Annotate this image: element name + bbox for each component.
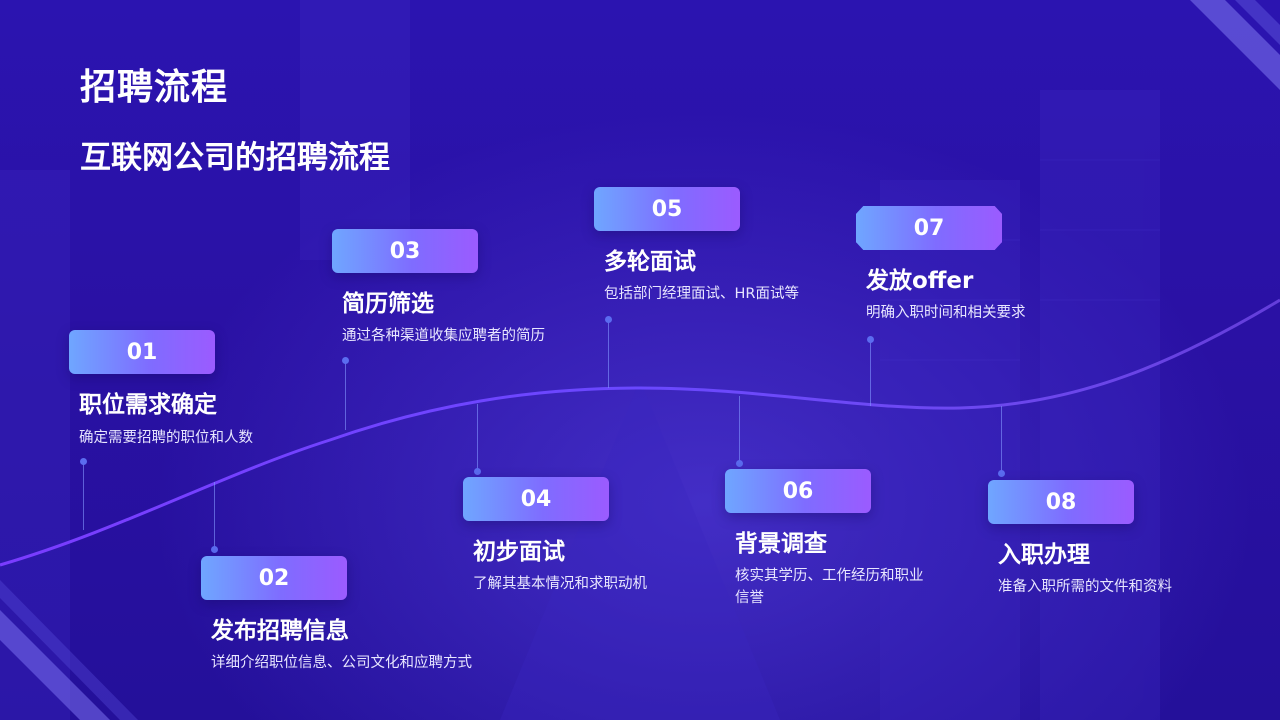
step-title: 入职办理 <box>998 535 1090 569</box>
connector-line-05 <box>608 320 609 388</box>
step-description: 包括部门经理面试、HR面试等 <box>604 283 844 305</box>
step-description: 核实其学历、工作经历和职业信誉 <box>735 565 935 609</box>
step-number-badge: 02 <box>201 556 347 600</box>
step-title: 发放offer <box>866 261 973 295</box>
step-title: 初步面试 <box>473 532 565 566</box>
connector-dot-06 <box>736 460 743 467</box>
connector-line-08 <box>1001 406 1002 472</box>
step-number-badge: 01 <box>69 330 215 374</box>
connector-line-06 <box>739 396 740 462</box>
connector-line-01 <box>83 462 84 530</box>
step-number-badge: 03 <box>332 229 478 273</box>
step-title: 背景调查 <box>735 524 827 558</box>
step-description: 通过各种渠道收集应聘者的简历 <box>342 325 582 347</box>
connector-line-03 <box>345 362 346 430</box>
step-number-badge: 06 <box>725 469 871 513</box>
step-number-badge: 04 <box>463 477 609 521</box>
step-number-badge: 07 <box>856 206 1002 250</box>
connector-dot-05 <box>605 316 612 323</box>
step-description: 明确入职时间和相关要求 <box>866 302 1076 324</box>
connector-dot-01 <box>80 458 87 465</box>
step-title: 多轮面试 <box>604 242 696 276</box>
connector-dot-07 <box>867 336 874 343</box>
connector-dot-02 <box>211 546 218 553</box>
step-title: 发布招聘信息 <box>211 611 349 645</box>
connector-dot-04 <box>474 468 481 475</box>
connector-dot-03 <box>342 357 349 364</box>
connector-dot-08 <box>998 470 1005 477</box>
connector-line-07 <box>870 342 871 406</box>
step-title: 职位需求确定 <box>79 385 217 419</box>
connector-line-04 <box>477 404 478 470</box>
step-number-badge: 05 <box>594 187 740 231</box>
step-description: 详细介绍职位信息、公司文化和应聘方式 <box>211 652 511 674</box>
step-description: 了解其基本情况和求职动机 <box>473 573 683 595</box>
step-title: 简历筛选 <box>342 284 434 318</box>
connector-line-02 <box>214 482 215 548</box>
step-description: 准备入职所需的文件和资料 <box>998 576 1238 598</box>
step-number-badge: 08 <box>988 480 1134 524</box>
step-description: 确定需要招聘的职位和人数 <box>79 427 289 449</box>
